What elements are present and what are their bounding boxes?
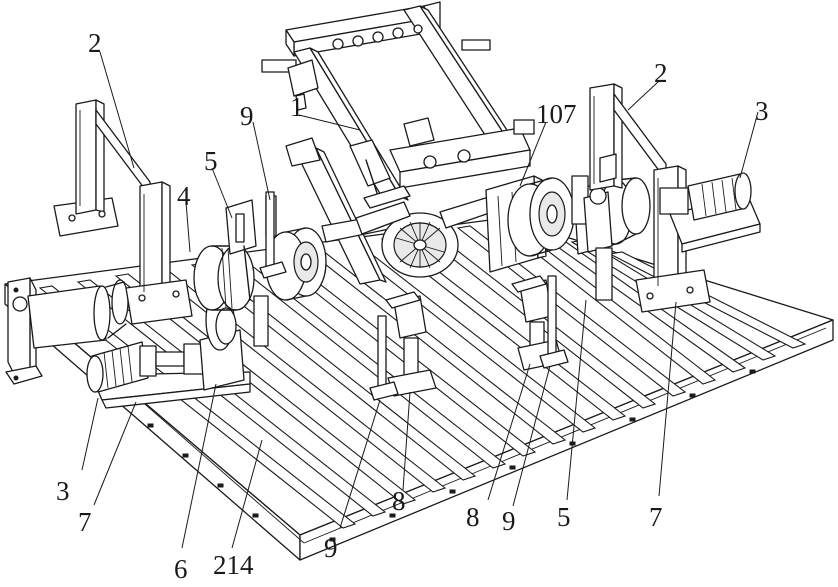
label-9-mid: 9 bbox=[502, 508, 516, 535]
label-9-top: 9 bbox=[240, 103, 254, 130]
label-3-right: 3 bbox=[755, 98, 769, 125]
label-7-right: 7 bbox=[649, 504, 663, 531]
label-2-right: 2 bbox=[654, 60, 668, 87]
label-214: 214 bbox=[213, 552, 254, 579]
label-3-left: 3 bbox=[56, 478, 70, 505]
label-8-right: 8 bbox=[466, 504, 480, 531]
label-2-left: 2 bbox=[88, 30, 102, 57]
label-4: 4 bbox=[177, 183, 191, 210]
label-5-right: 5 bbox=[557, 504, 571, 531]
label-7-left: 7 bbox=[78, 509, 92, 536]
label-6: 6 bbox=[174, 556, 188, 583]
label-1: 1 bbox=[290, 94, 304, 121]
label-9-bottom: 9 bbox=[324, 535, 338, 562]
right-hub bbox=[508, 178, 574, 256]
label-5-left: 5 bbox=[204, 148, 218, 175]
label-107: 107 bbox=[536, 101, 577, 128]
label-8-left: 8 bbox=[392, 488, 406, 515]
